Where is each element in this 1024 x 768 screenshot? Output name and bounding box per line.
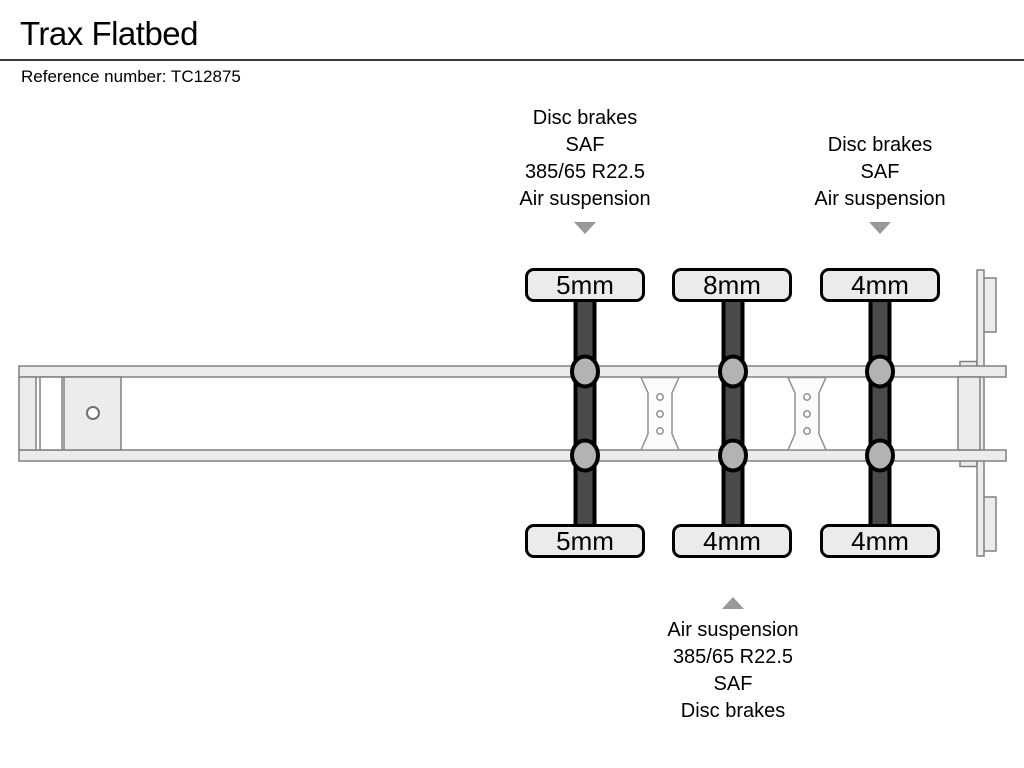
annotation-bottom-axle: Air suspension 385/65 R22.5 SAF Disc bra…	[583, 597, 883, 725]
bolt-hole	[656, 393, 664, 401]
page-title: Trax Flatbed	[20, 15, 199, 52]
chassis-rail-bottom	[18, 449, 1007, 462]
annotation-line: SAF	[860, 161, 900, 183]
bolt-hole	[656, 410, 664, 418]
arrow-up-icon	[722, 597, 744, 609]
axle-1	[570, 296, 600, 529]
front-end-plate	[18, 376, 37, 451]
rear-end-block	[957, 376, 981, 451]
tread-label-axle3-bottom: 4mm	[820, 524, 940, 558]
tread-label-axle3-top: 4mm	[820, 268, 940, 302]
axle-2	[718, 296, 748, 529]
arrow-down-icon	[574, 222, 596, 234]
axle-shaft	[721, 296, 745, 529]
annotation-line: 385/65 R22.5	[672, 646, 794, 668]
axle-3	[865, 296, 895, 529]
tread-label-axle2-top: 8mm	[672, 268, 792, 302]
crossmember-1	[639, 376, 681, 451]
wheel-hub-bottom	[570, 438, 600, 473]
annotation-line: Air suspension	[667, 619, 799, 641]
axle-shaft	[573, 296, 597, 529]
annotation-line: SAF	[565, 134, 605, 156]
wheel-hub-top	[718, 354, 748, 389]
tread-label-axle1-top: 5mm	[525, 268, 645, 302]
crossmember-2	[786, 376, 828, 451]
tread-label-axle2-bottom: 4mm	[672, 524, 792, 558]
tread-label-axle1-bottom: 5mm	[525, 524, 645, 558]
annotation-line: Air suspension	[519, 188, 651, 210]
title-divider	[0, 59, 1024, 61]
chassis-rail-top	[18, 365, 1007, 378]
axle-shaft	[868, 296, 892, 529]
annotation-front-axle: Disc brakes SAF 385/65 R22.5 Air suspens…	[435, 105, 735, 234]
annotation-line: Disc brakes	[532, 107, 638, 129]
annotation-line: SAF	[713, 673, 753, 695]
bolt-hole	[803, 427, 811, 435]
annotation-line: Disc brakes	[827, 134, 933, 156]
arrow-down-icon	[869, 222, 891, 234]
bolt-hole	[803, 393, 811, 401]
rear-marker-board-bottom	[982, 496, 997, 552]
wheel-hub-top	[865, 354, 895, 389]
bolt-hole	[656, 427, 664, 435]
reference-number: Reference number: TC12875	[21, 67, 241, 86]
wheel-hub-bottom	[865, 438, 895, 473]
rear-marker-board-top	[982, 277, 997, 333]
kingpin-icon	[86, 406, 100, 420]
annotation-line: Disc brakes	[680, 700, 786, 722]
wheel-hub-top	[570, 354, 600, 389]
wheel-hub-bottom	[718, 438, 748, 473]
annotation-rear-axle: Disc brakes SAF Air suspension	[730, 132, 1024, 234]
bolt-hole	[803, 410, 811, 418]
annotation-line: Air suspension	[814, 188, 946, 210]
front-divider-strip	[39, 376, 63, 451]
annotation-line: 385/65 R22.5	[524, 161, 646, 183]
